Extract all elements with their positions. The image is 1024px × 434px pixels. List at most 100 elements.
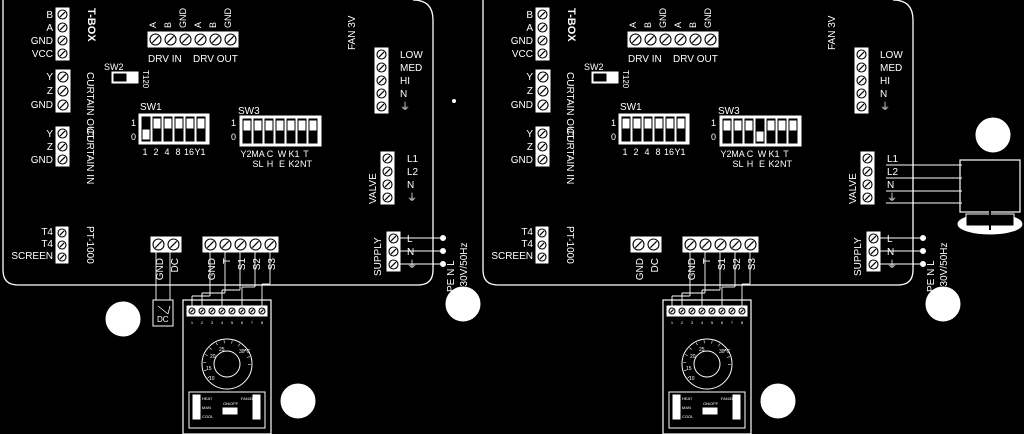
wire: [390, 261, 397, 268]
label: 1: [611, 118, 616, 128]
wire: [858, 90, 865, 97]
label: GND: [178, 8, 188, 29]
label: S3: [747, 258, 758, 271]
label: Z: [47, 142, 53, 153]
label: PT-1000: [84, 226, 95, 264]
terminal-screw: [696, 305, 708, 317]
box: [733, 118, 743, 144]
label: 30°C: [239, 349, 251, 355]
terminal-screw: [55, 226, 69, 240]
circle: [975, 117, 1011, 153]
box: [767, 120, 775, 131]
label: S1: [717, 258, 728, 271]
box: [265, 120, 273, 131]
wire: [706, 35, 715, 44]
wire: [240, 309, 244, 313]
label: GND: [703, 8, 713, 29]
label: 8: [741, 320, 744, 325]
label: H: [267, 159, 274, 169]
box: [188, 391, 266, 429]
wire: [695, 342, 698, 346]
label: 3: [211, 320, 214, 325]
label: DRV IN: [148, 54, 182, 65]
wire: [539, 143, 546, 150]
wire: [731, 240, 740, 249]
label: ⏚: [407, 259, 417, 271]
terminal-screw: [535, 152, 550, 167]
terminal-screw: [535, 33, 550, 48]
label: 0: [711, 132, 716, 142]
label: 8: [175, 147, 180, 157]
wire: [539, 101, 547, 109]
label: S3: [267, 258, 278, 271]
label: 1: [671, 320, 674, 325]
wire: [384, 155, 391, 162]
label: 4: [644, 147, 649, 157]
label: 16: [184, 147, 194, 157]
circle: [280, 383, 316, 419]
wire: [864, 181, 871, 188]
label: VALVE: [848, 173, 859, 204]
wire: [211, 35, 220, 44]
box: [722, 118, 732, 144]
label: B: [208, 22, 218, 28]
label: DC: [650, 258, 661, 272]
label: COOL: [202, 414, 214, 419]
label: S2: [252, 258, 263, 271]
terminal-screw: [712, 236, 729, 253]
label: SL: [252, 159, 263, 169]
label: MAN: [682, 405, 691, 410]
label: Z: [527, 86, 533, 97]
label: 1: [191, 320, 194, 325]
terminal-screw: [55, 20, 70, 35]
label: A: [148, 22, 158, 28]
circle: [440, 248, 446, 254]
label: B: [526, 10, 533, 21]
label: Y2: [720, 149, 731, 159]
box: [622, 118, 630, 129]
terminal-screw: [686, 305, 698, 317]
box: [196, 116, 206, 142]
terminal-screw: [627, 31, 644, 48]
box: [197, 118, 205, 129]
wire: [670, 309, 674, 313]
label: Y: [46, 72, 53, 83]
terminal-screw: [55, 139, 70, 154]
label: GND: [658, 8, 668, 29]
thermostat-wiring: [191, 252, 271, 306]
label: W: [758, 149, 767, 159]
callouts: [760, 286, 961, 419]
label: K2: [768, 159, 779, 169]
label: 5: [711, 320, 714, 325]
label: 7: [731, 320, 734, 325]
wire: [711, 340, 713, 344]
terminal-screw: [535, 83, 551, 99]
terminal-screw: [206, 305, 218, 317]
wire: [690, 309, 694, 313]
label: HEAT: [682, 396, 693, 401]
label: CURTAIN IN: [564, 128, 575, 184]
label: 4: [701, 320, 704, 325]
box: [676, 116, 686, 142]
terminal-screw: [854, 86, 869, 101]
wire: [59, 87, 67, 95]
terminal-screw: [386, 244, 401, 259]
terminal-screw: [702, 31, 719, 48]
label: 8: [261, 320, 264, 325]
wire: [378, 103, 385, 110]
label: MED: [400, 63, 422, 74]
label: 7: [251, 320, 254, 325]
box: [665, 116, 675, 142]
wire: [716, 240, 725, 249]
terminal-screw: [55, 69, 71, 85]
